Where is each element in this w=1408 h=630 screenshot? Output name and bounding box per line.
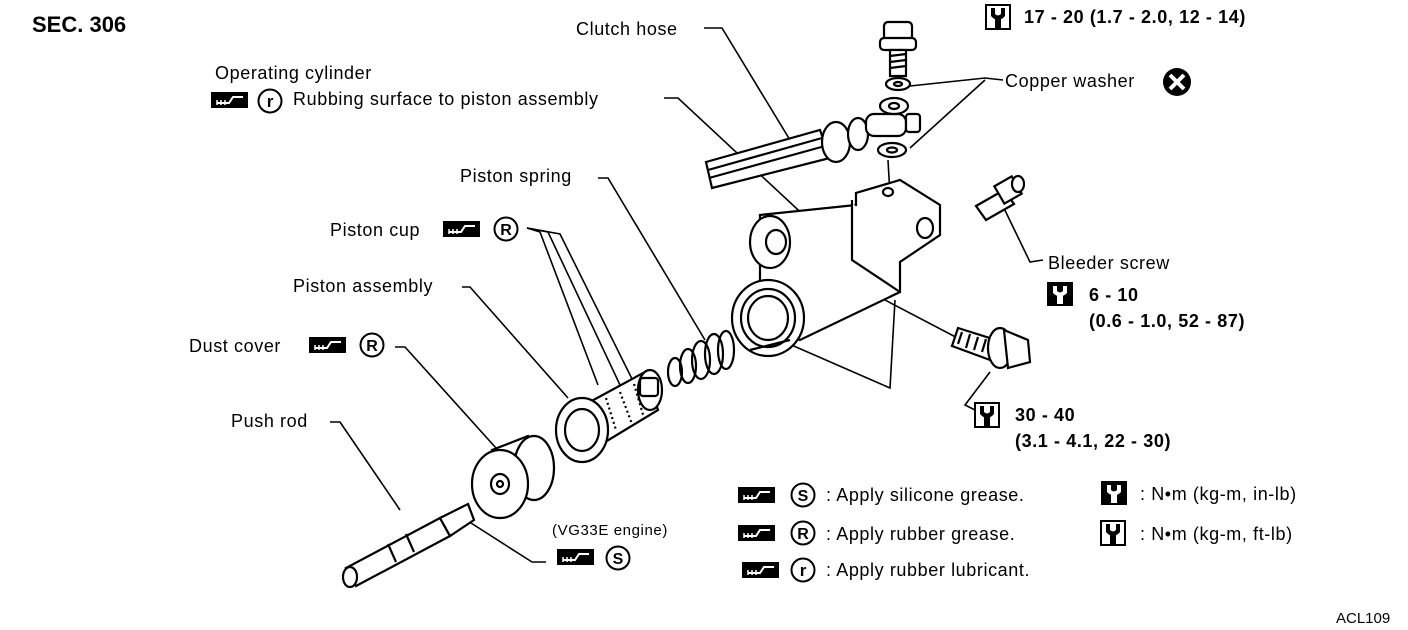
hose-bolt-drawing [878, 20, 918, 92]
operating-cylinder-drawing [730, 178, 942, 358]
legend-nm-ftlb: : N•m (kg-m, ft-lb) [1140, 524, 1293, 544]
label-dust-cover: Dust cover [189, 336, 282, 356]
dust-cover-drawing [470, 434, 556, 520]
label-piston-cup: Piston cup [330, 220, 421, 240]
label-piston-assembly: Piston assembly [293, 276, 434, 296]
label-vg33e: (VG33E engine) [552, 522, 668, 539]
torque-bleeder-line2: (0.6 - 1.0, 52 - 87) [1089, 311, 1246, 331]
torque-bleeder-line1: 6 - 10 [1089, 285, 1139, 305]
label-copper-washer: Copper washer [1005, 71, 1135, 91]
torque-mount-line2: (3.1 - 4.1, 22 - 30) [1015, 431, 1172, 451]
svg-text:R: R [797, 526, 809, 543]
grease-brush-icon [443, 221, 480, 237]
grease-brush-icon [309, 337, 346, 353]
torque-wrench-inlb-icon [1047, 282, 1073, 306]
legend-silicone: : Apply silicone grease. [826, 485, 1025, 505]
section-title: SEC. 306 [32, 12, 127, 37]
grease-brush-icon [742, 562, 779, 578]
label-push-rod: Push rod [231, 411, 308, 431]
legend-rubber-lubricant: : Apply rubber lubricant. [826, 560, 1031, 580]
torque-wrench-ftlb-icon [974, 402, 1000, 428]
rubber-grease-circle-icon: R [790, 520, 816, 546]
svg-text:R: R [366, 338, 378, 355]
leader-lines [330, 27, 1044, 563]
svg-text:S: S [798, 488, 809, 505]
figure-code: ACL109 [1336, 610, 1391, 627]
rubber-grease-circle-icon: R [493, 216, 519, 242]
torque-mount-line1: 30 - 40 [1015, 405, 1076, 425]
piston-spring-drawing [666, 329, 736, 388]
label-bleeder-screw: Bleeder screw [1048, 253, 1170, 273]
torque-wrench-inlb-icon [1101, 481, 1127, 505]
torque-wrench-ftlb-icon [985, 4, 1011, 30]
silicone-grease-circle-icon: S [790, 482, 816, 508]
svg-text:r: r [267, 92, 274, 111]
label-operating-cylinder: Operating cylinder [215, 63, 372, 83]
silicone-grease-circle-icon: S [605, 545, 631, 571]
svg-text:R: R [500, 222, 512, 239]
replace-x-icon [1163, 68, 1191, 96]
legend-rubber-grease: : Apply rubber grease. [826, 524, 1016, 544]
rubber-lubricant-circle-icon: r [257, 88, 283, 114]
rubber-grease-circle-icon: R [359, 332, 385, 358]
grease-brush-icon [557, 549, 594, 565]
push-rod-drawing [341, 502, 476, 589]
label-clutch-hose: Clutch hose [576, 19, 678, 39]
clutch-hose-drawing [704, 96, 922, 190]
grease-brush-icon [211, 92, 248, 108]
mount-bolt-drawing [950, 326, 1032, 370]
svg-text:S: S [613, 551, 624, 568]
svg-text:r: r [800, 561, 807, 580]
torque-hose-bolt: 17 - 20 (1.7 - 2.0, 12 - 14) [1024, 7, 1246, 27]
torque-wrench-ftlb-icon [1100, 520, 1126, 546]
grease-brush-icon [738, 487, 775, 503]
bleeder-screw-drawing [974, 174, 1026, 222]
grease-brush-icon [738, 525, 775, 541]
legend-nm-inlb: : N•m (kg-m, in-lb) [1140, 484, 1297, 504]
label-piston-spring: Piston spring [460, 166, 572, 186]
piston-assembly-drawing [554, 368, 664, 464]
rubber-lubricant-circle-icon: r [790, 557, 816, 583]
label-rubbing-surface: Rubbing surface to piston assembly [293, 89, 599, 109]
